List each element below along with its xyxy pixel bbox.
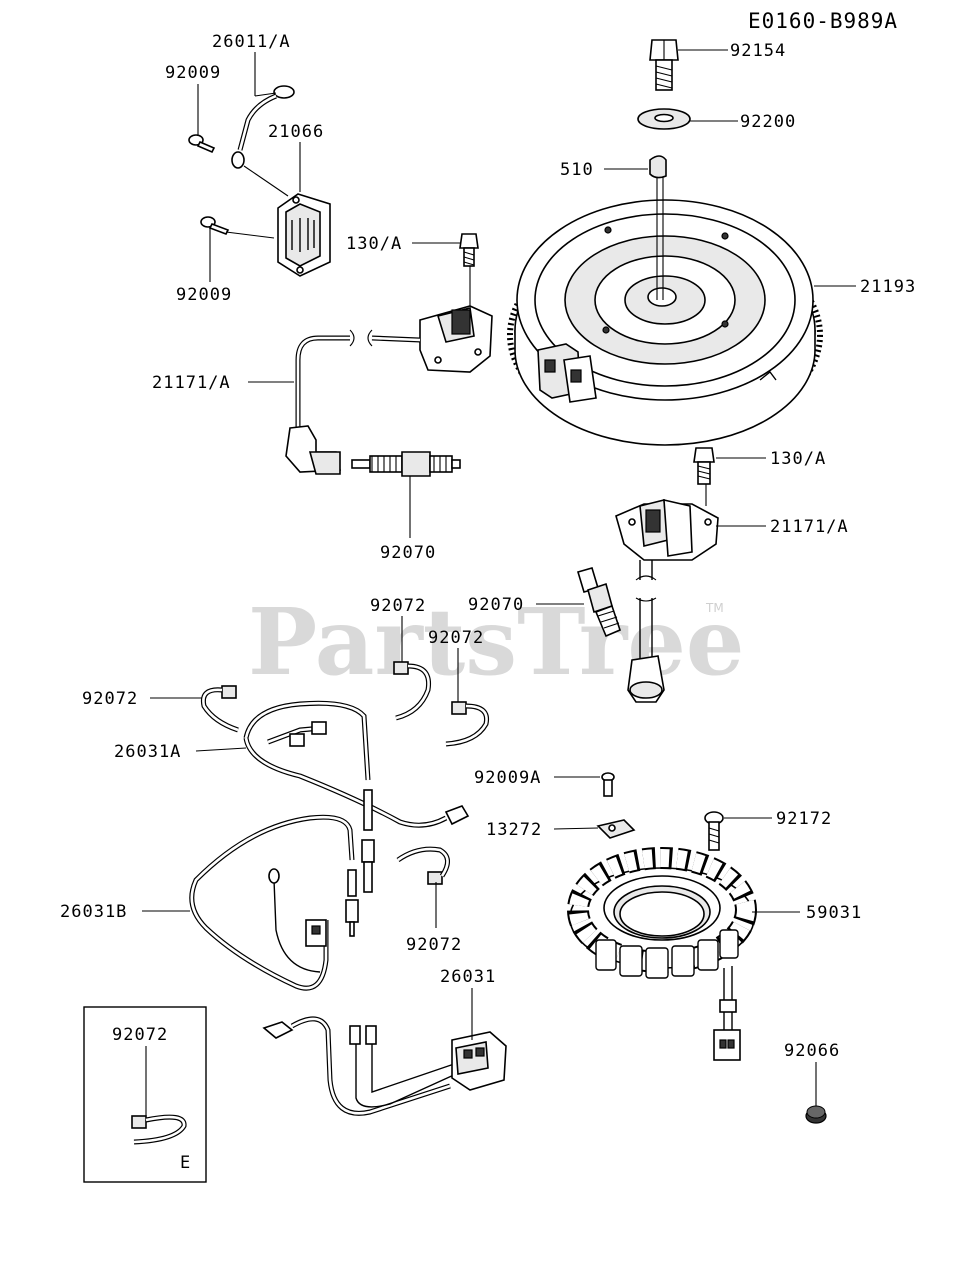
clamp-92072-b[interactable] (445, 701, 490, 747)
inset-box (83, 1006, 207, 1183)
label-92200: 92200 (740, 112, 796, 132)
spark-plug-center-92070[interactable] (577, 567, 621, 638)
clamp-92072-a[interactable] (393, 661, 432, 721)
diagram-code: E0160-B989A (748, 9, 898, 33)
plate-13272[interactable] (596, 819, 636, 839)
label-92072-c: 92072 (82, 689, 138, 709)
label-26031B: 26031B (60, 902, 127, 922)
label-92154: 92154 (730, 41, 786, 61)
harness-26031A[interactable] (243, 700, 470, 893)
label-92172: 92172 (776, 809, 832, 829)
part-labels: 26011/A 92009 21066 92009 92154 92200 51… (60, 32, 916, 1061)
spark-plug-left-92070[interactable] (351, 451, 461, 477)
washer-92200[interactable] (637, 108, 691, 130)
bolt-130A-right[interactable] (693, 447, 715, 485)
label-92072-inset: 92072 (112, 1025, 168, 1045)
grommet-92066[interactable] (805, 1105, 827, 1124)
flywheel-21193[interactable] (507, 175, 823, 446)
label-26011A: 26011/A (212, 32, 291, 52)
label-92072-a: 92072 (370, 596, 426, 616)
bolt-130A-top[interactable] (459, 233, 479, 267)
label-26031A: 26031A (114, 742, 181, 762)
label-92066: 92066 (784, 1041, 840, 1061)
leader-lines (142, 49, 856, 1116)
bolt-92172[interactable] (704, 811, 724, 851)
label-92072-b: 92072 (428, 628, 484, 648)
ignition-coil-left-21171A[interactable] (285, 305, 493, 475)
ground-wire-26011A[interactable] (231, 85, 295, 169)
label-92009-bottom: 92009 (176, 285, 232, 305)
label-130A-right: 130/A (770, 449, 826, 469)
label-92070-left: 92070 (380, 543, 436, 563)
label-92009A: 92009A (474, 768, 541, 788)
key-510[interactable] (649, 155, 667, 179)
label-21171A-left: 21171/A (152, 373, 231, 393)
clamp-92072-c[interactable] (200, 685, 239, 733)
label-59031: 59031 (806, 903, 862, 923)
label-21066: 21066 (268, 122, 324, 142)
stator-59031[interactable] (567, 847, 757, 1061)
label-92009-top: 92009 (165, 63, 221, 83)
clamp-92072-d[interactable] (396, 846, 450, 885)
label-13272: 13272 (486, 820, 542, 840)
screw-92009-bottom[interactable] (200, 216, 230, 236)
trademark: TM (705, 601, 724, 615)
ignition-coil-right-21171A[interactable] (615, 498, 719, 703)
clamp-92072-inset[interactable] (131, 1114, 187, 1145)
label-92070-center: 92070 (468, 595, 524, 615)
label-21193: 21193 (860, 277, 916, 297)
harness-26031[interactable] (262, 1016, 507, 1116)
label-510: 510 (560, 160, 594, 180)
label-21171A-right: 21171/A (770, 517, 849, 537)
bolt-92154[interactable] (649, 39, 679, 91)
inset-letter: E (180, 1153, 191, 1173)
label-26031: 26031 (440, 967, 496, 987)
screw-92009A[interactable] (601, 772, 615, 797)
harness-26031B[interactable] (189, 814, 359, 991)
label-130A-top: 130/A (346, 234, 402, 254)
rectifier-21066[interactable] (277, 193, 331, 277)
label-92072-d: 92072 (406, 935, 462, 955)
screw-92009-top[interactable] (188, 134, 216, 154)
